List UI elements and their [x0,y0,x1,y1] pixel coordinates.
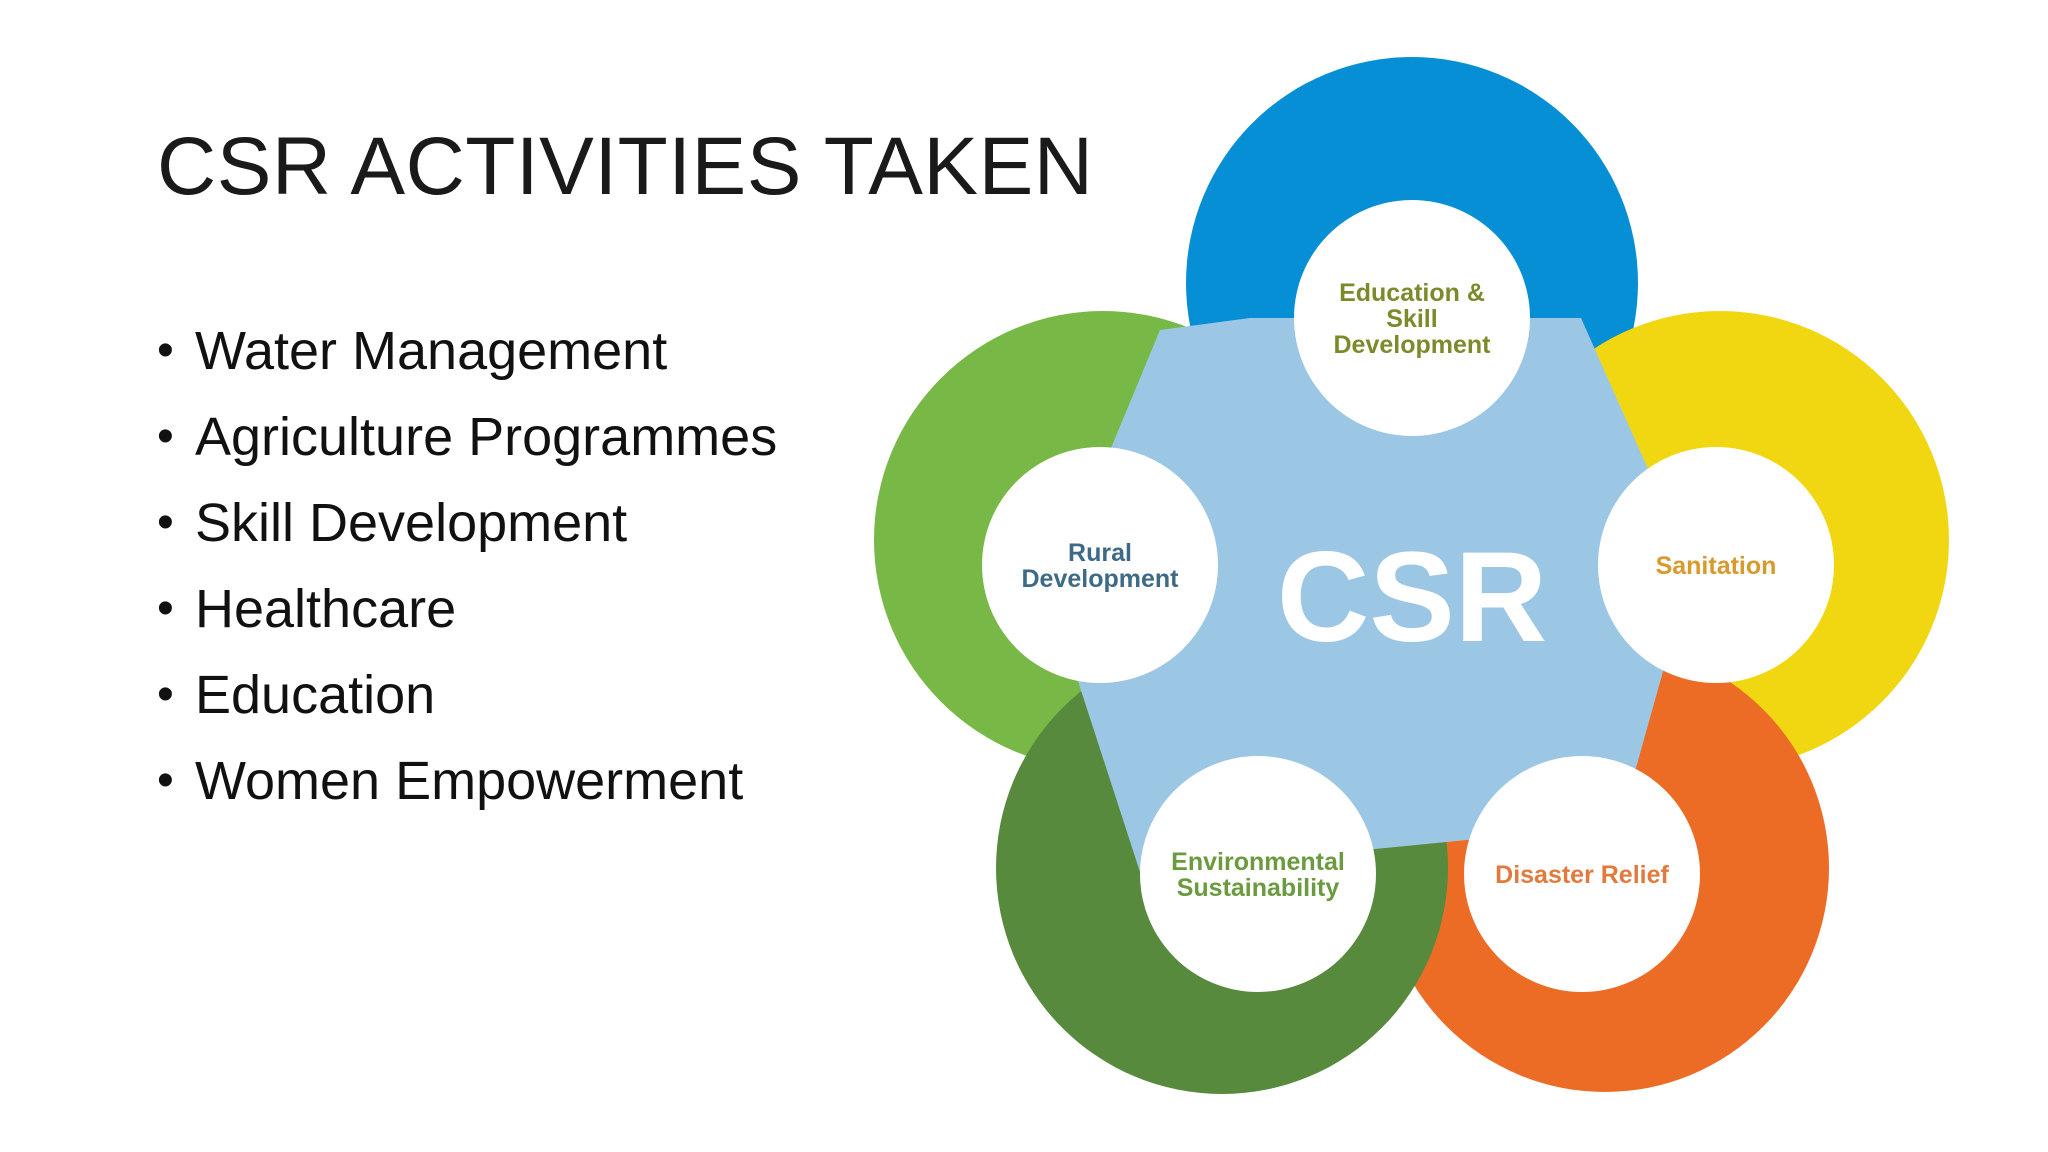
list-item: • Women Empowerment [157,738,777,824]
list-item: • Agriculture Programmes [157,394,777,480]
bullet-icon: • [157,324,174,377]
node-label: Development [1022,565,1180,593]
activity-list: • Water Management • Agriculture Programme… [157,308,777,824]
list-item-label: Healthcare [195,579,457,639]
node-label: Development [1334,331,1492,359]
bullet-icon: • [157,582,174,635]
list-item-label: Education [195,665,436,725]
list-item: • Skill Development [157,480,777,566]
node-label: Education & [1339,279,1485,307]
node-circle [1294,200,1530,436]
bullet-icon: • [157,754,174,807]
csr-center-label: CSR [1277,526,1547,669]
bullet-icon: • [157,410,174,463]
list-item: • Healthcare [157,566,777,652]
bullet-icon: • [157,496,174,549]
node-label: Environmental [1171,848,1345,876]
node-circle [982,447,1218,683]
csr-hexagon [1050,318,1692,872]
list-item: • Education [157,652,777,738]
node-label: Rural [1068,539,1132,567]
node-label: Skill [1386,305,1437,333]
slide-title: CSR ACTIVITIES TAKEN [157,121,1094,212]
list-item-label: Water Management [195,321,668,381]
node-sanitation: Sanitation [1598,447,1834,683]
list-item-label: Skill Development [195,493,628,553]
node-circle [1598,447,1834,683]
node-label: Sustainability [1177,874,1340,902]
list-item-label: Agriculture Programmes [195,407,778,467]
list-item: • Water Management [157,308,777,394]
bullet-icon: • [157,668,174,721]
node-label: Sanitation [1656,552,1777,580]
node-disaster-relief: Disaster Relief [1464,756,1700,992]
node-circle [1464,756,1700,992]
list-item-label: Women Empowerment [195,751,744,811]
node-circle [1140,756,1376,992]
node-label: Disaster Relief [1495,861,1669,889]
